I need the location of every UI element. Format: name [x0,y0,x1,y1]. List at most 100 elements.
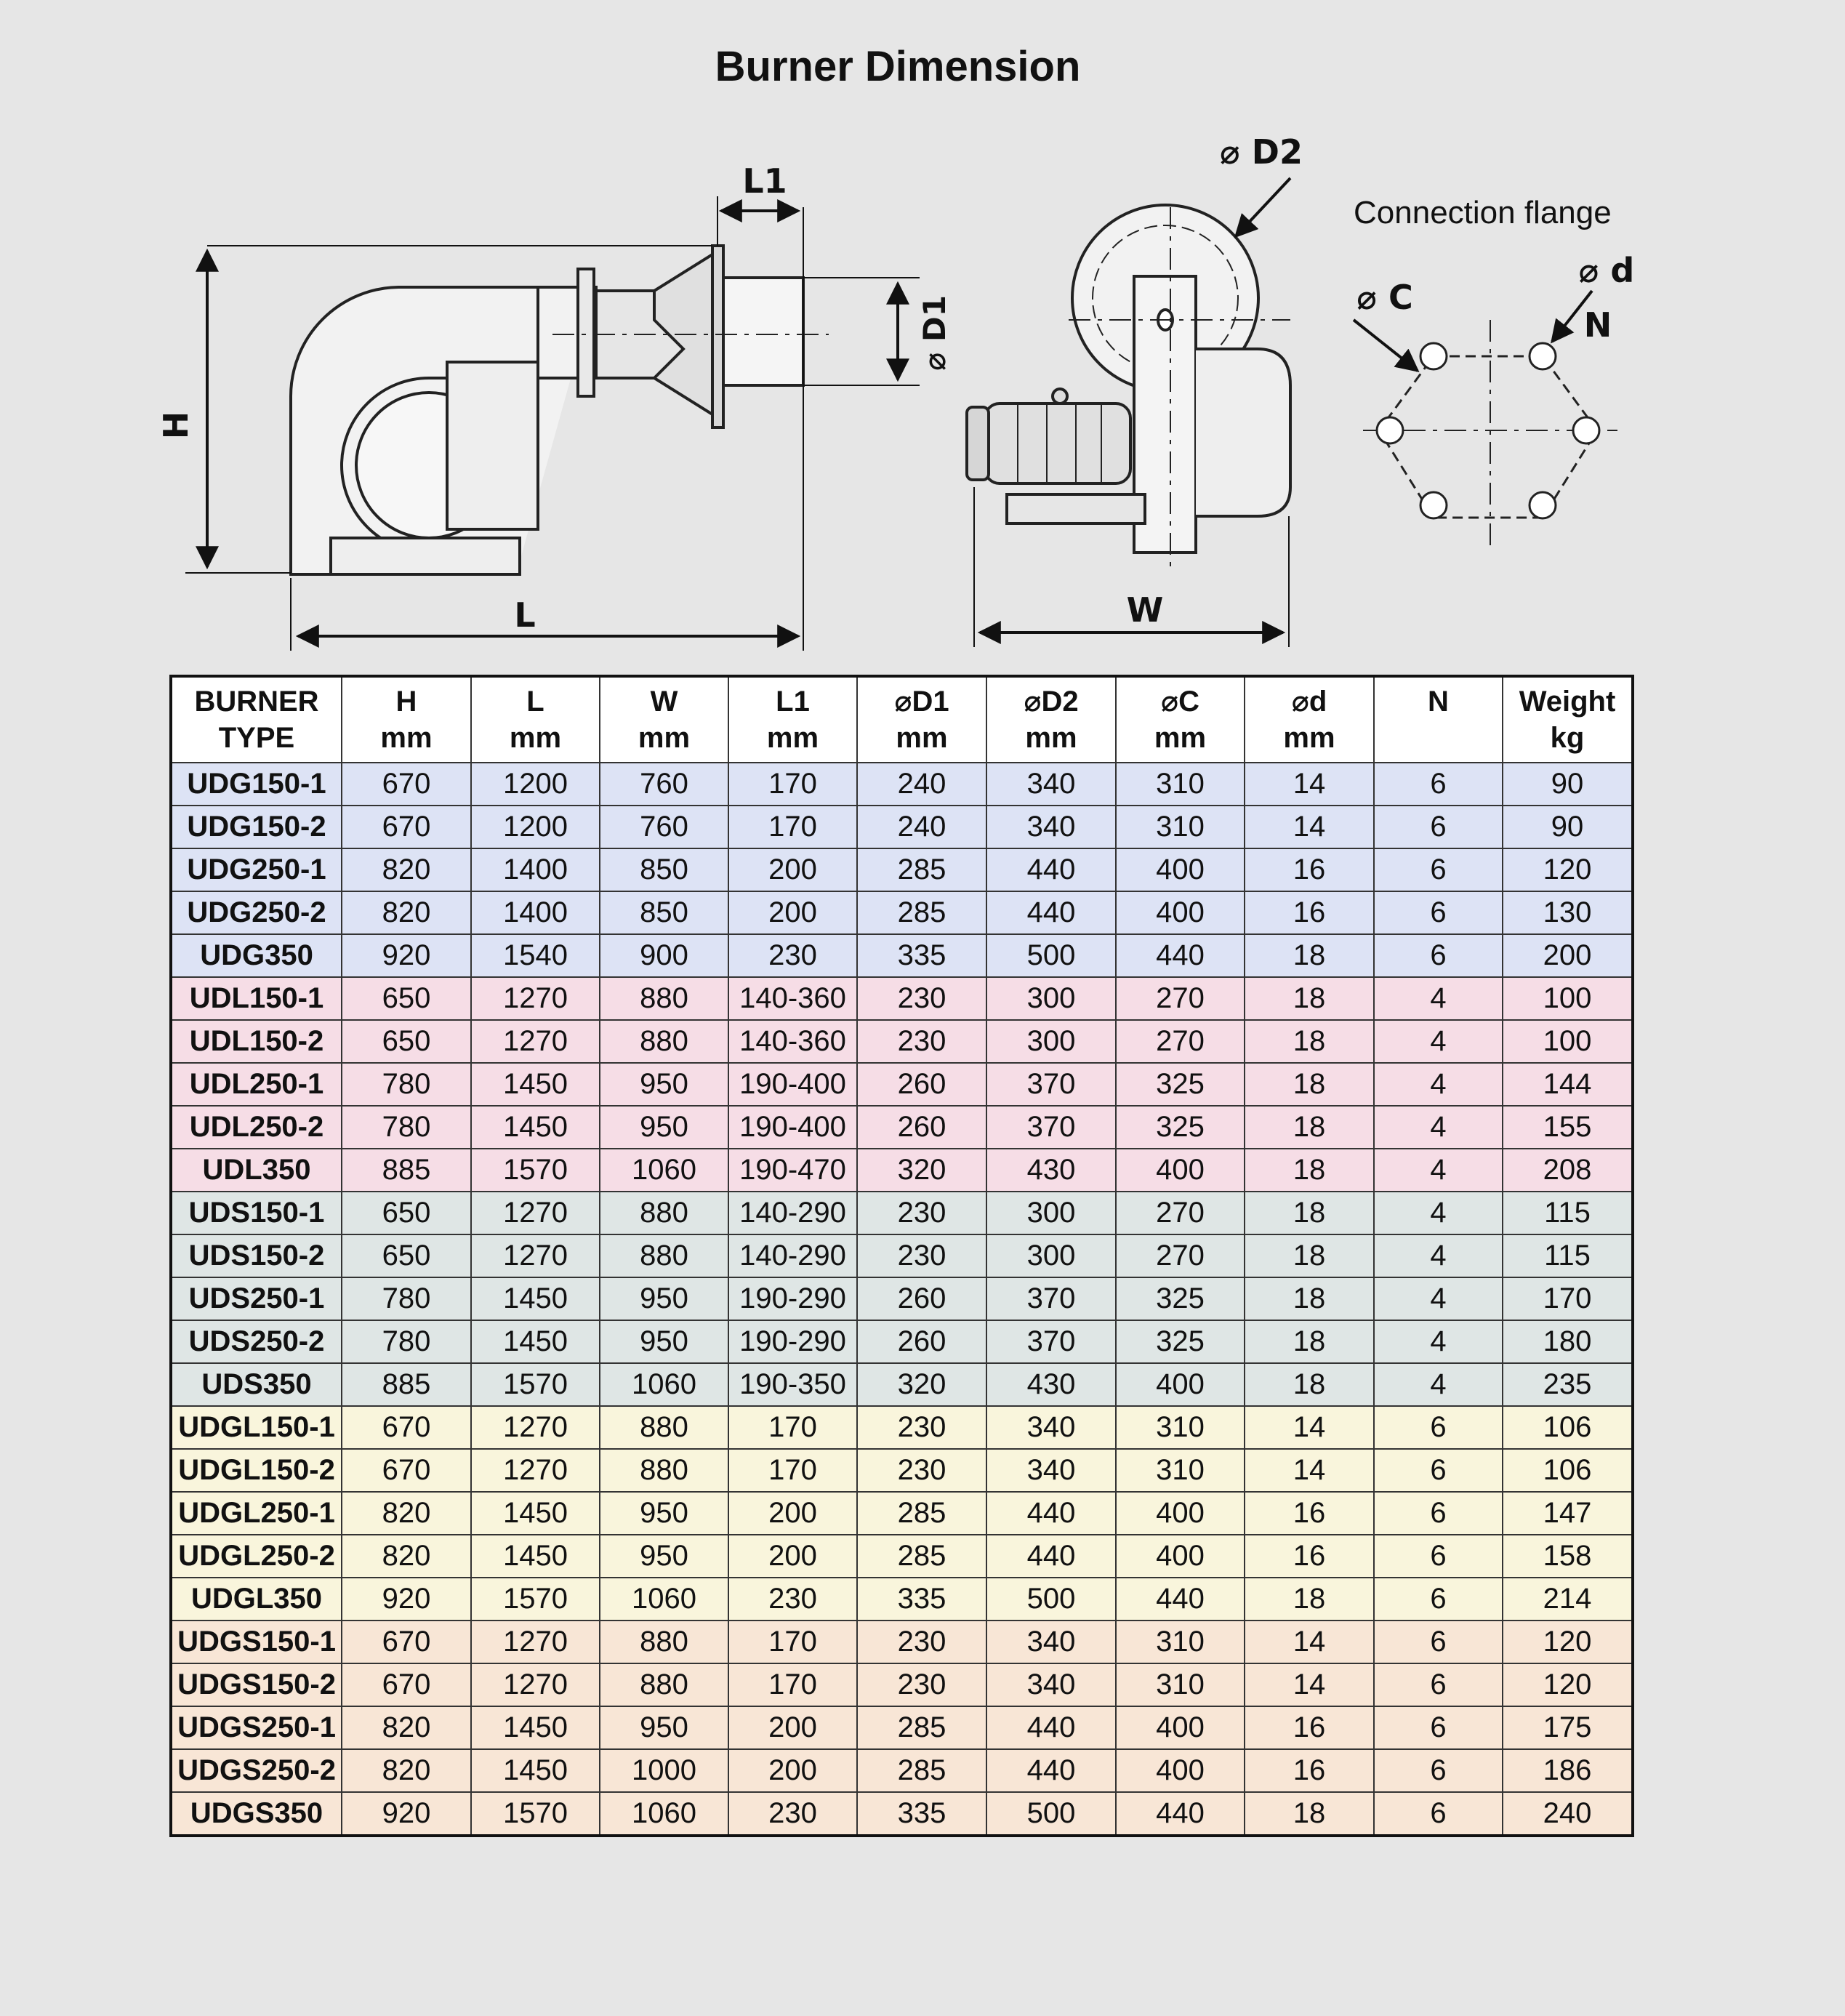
table-cell: 920 [341,1577,472,1621]
dimension-d2-label: ⌀ D2 [1220,132,1303,172]
table-cell: 6 [1373,805,1503,849]
table-cell: 370 [986,1277,1117,1321]
table-cell: 310 [1115,1448,1245,1493]
table-cell: 310 [1115,1620,1245,1664]
burner-type-cell: UDG150-2 [170,805,342,849]
table-cell: 18 [1244,1320,1375,1364]
table-cell: 670 [341,1405,472,1450]
dimension-l1 [717,196,801,246]
dimension-l-label: L [514,595,535,635]
table-cell: 340 [986,805,1117,849]
column-header-label: N [1428,686,1449,718]
burner-type-cell: UDGS350 [170,1791,342,1836]
table-cell: 880 [599,1448,729,1493]
table-cell: 14 [1244,1620,1375,1664]
table-cell: 1270 [470,1448,600,1493]
table-cell: 1200 [470,805,600,849]
table-cell: 1270 [470,1620,600,1664]
table-cell: 18 [1244,1148,1375,1192]
table-cell: 4 [1373,1277,1503,1321]
table-cell: 190-470 [728,1148,858,1192]
table-cell: 500 [986,1577,1117,1621]
table-cell: 16 [1244,1706,1375,1750]
table-cell: 16 [1244,1534,1375,1578]
table-cell: 950 [599,1277,729,1321]
table-cell: 1270 [470,1019,600,1064]
table-cell: 920 [341,933,472,978]
dimension-l [290,207,804,651]
column-header-unit: mm [1025,722,1077,754]
table-cell: 6 [1373,1663,1503,1707]
table-cell: 780 [341,1105,472,1149]
table-cell: 285 [856,891,987,935]
table-cell: 300 [986,1234,1117,1278]
table-cell: 1060 [599,1148,729,1192]
table-cell: 16 [1244,891,1375,935]
table-cell: 4 [1373,1191,1503,1235]
burner-type-cell: UDS150-1 [170,1191,342,1235]
table-cell: 1400 [470,848,600,892]
table-cell: 14 [1244,805,1375,849]
table-cell: 850 [599,848,729,892]
dimension-c [1352,318,1420,372]
table-cell: 140-360 [728,1019,858,1064]
table-cell: 670 [341,1620,472,1664]
table-cell: 1450 [470,1706,600,1750]
table-cell: 320 [856,1362,987,1407]
table-cell: 130 [1502,891,1633,935]
table-cell: 120 [1502,848,1633,892]
table-cell: 440 [986,891,1117,935]
table-cell: 400 [1115,1534,1245,1578]
table-cell: 16 [1244,1491,1375,1535]
side-view-drawing [289,244,829,576]
table-cell: 4 [1373,1234,1503,1278]
burner-technical-drawing: H L L1 ⌀ D1 ⌀ D2 [156,132,1634,651]
table-cell: 6 [1373,848,1503,892]
table-cell: 190-290 [728,1320,858,1364]
table-cell: 6 [1373,1620,1503,1664]
table-cell: 90 [1502,762,1633,806]
table-cell: 6 [1373,1791,1503,1836]
table-cell: 1450 [470,1748,600,1793]
table-cell: 14 [1244,762,1375,806]
table-cell: 170 [728,762,858,806]
table-cell: 440 [986,1491,1117,1535]
table-cell: 400 [1115,848,1245,892]
table-cell: 780 [341,1320,472,1364]
table-cell: 310 [1115,1405,1245,1450]
table-cell: 670 [341,1448,472,1493]
table-cell: 950 [599,1062,729,1107]
burner-type-cell: UDS250-1 [170,1277,342,1321]
table-cell: 18 [1244,976,1375,1021]
page-title: Burner Dimension [715,43,1081,90]
column-header-unit: mm [1154,722,1207,754]
table-cell: 1060 [599,1362,729,1407]
table-cell: 1570 [470,1362,600,1407]
table-cell: 760 [599,805,729,849]
table-cell: 6 [1373,1534,1503,1578]
burner-type-cell: UDGL350 [170,1577,342,1621]
table-cell: 820 [341,1706,472,1750]
table-cell: 175 [1502,1706,1633,1750]
table-cell: 1450 [470,1062,600,1107]
burner-type-cell: UDGS150-1 [170,1620,342,1664]
table-cell: 170 [728,1663,858,1707]
table-cell: 230 [728,1577,858,1621]
connection-flange-label: Connection flange [1354,195,1612,230]
